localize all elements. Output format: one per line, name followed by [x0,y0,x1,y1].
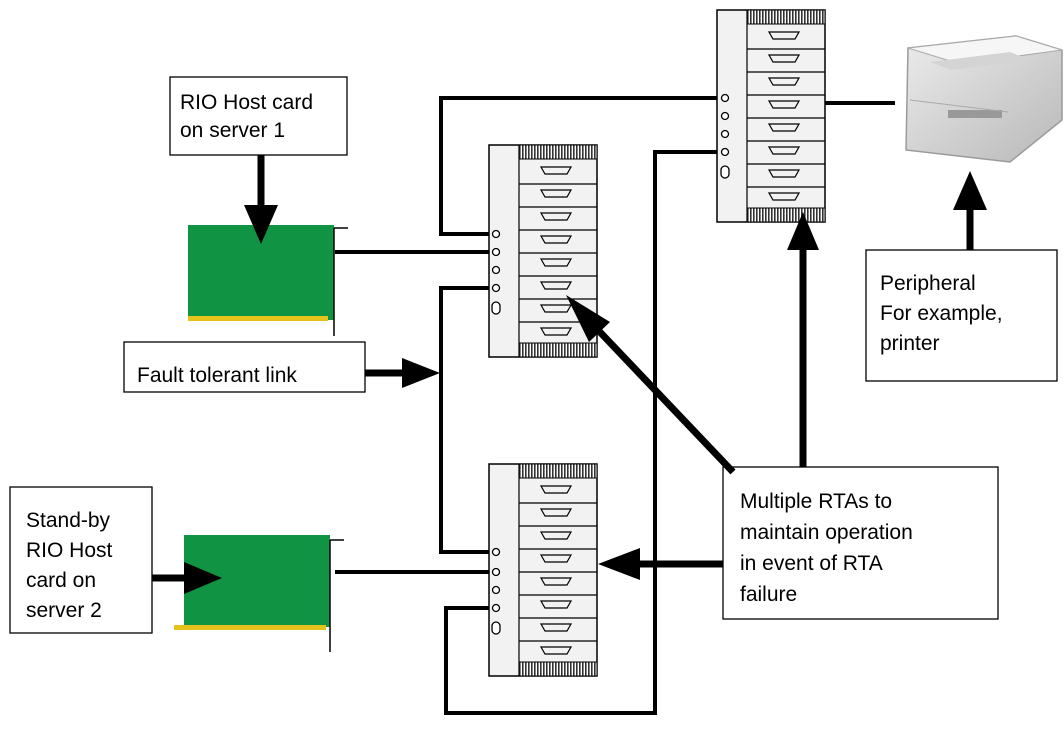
label-line: failure [740,583,797,606]
rta-unit-3 [716,9,826,223]
arrow-down-icon [244,155,278,244]
arrow-right-icon [152,562,222,594]
arrow-right-icon [365,358,440,388]
link-rta1-rta3-top [439,96,721,236]
rta-unit-2 [488,463,598,677]
label-peripheral: Peripheral For example, printer [865,249,1058,382]
arrow-left-icon [598,548,723,580]
arrow-diagonal-icon [566,295,736,475]
rio-host-card-1 [188,225,348,336]
label-line: on server 1 [180,119,285,142]
label-line: Multiple RTAs to [740,490,892,513]
label-line: RIO Host [26,539,113,562]
arrow-up-icon [787,212,819,467]
label-line: server 2 [26,599,102,622]
label-multiple-rtas: Multiple RTAs to maintain operation in e… [722,466,999,620]
link-rta1-rta2 [439,286,489,554]
label-line: Fault tolerant link [137,364,297,387]
label-line: Stand-by [26,509,111,532]
label-line: printer [880,332,940,355]
label-line: in event of RTA [740,552,883,575]
link-rta2-rta3-bottom [444,150,721,715]
label-rio-host-card-1: RIO Host card on server 1 [169,76,348,156]
label-fault-tolerant-link: Fault tolerant link [123,341,366,393]
label-line: RIO Host card [180,91,313,114]
rio-host-card-2 [174,535,344,652]
label-standby-host-card: Stand-by RIO Host card on server 2 [9,486,153,634]
arrow-up-icon [953,171,987,250]
pointer-arrows [152,155,987,594]
rta-unit-1 [488,144,598,358]
label-line: card on [26,569,96,592]
printer-icon [905,35,1063,163]
label-line: For example, [880,302,1003,325]
label-line: maintain operation [740,521,913,544]
label-line: Peripheral [880,272,976,295]
